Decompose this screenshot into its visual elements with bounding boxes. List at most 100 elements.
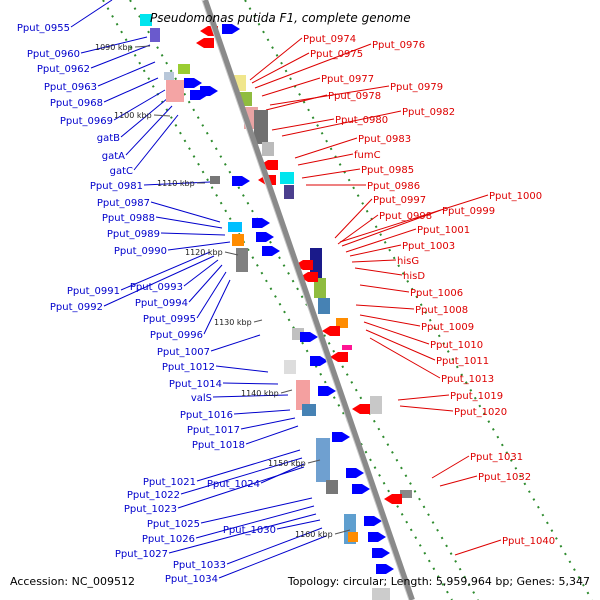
right-leader-line — [439, 475, 478, 487]
left-leader-line — [218, 535, 327, 579]
left-leader-line — [80, 36, 148, 54]
forward-gene-arrow — [372, 548, 390, 558]
right-leader-line — [369, 337, 441, 379]
left-leader-line — [97, 61, 156, 87]
right-leader-line — [281, 110, 402, 137]
forward-gene-arrow — [252, 218, 270, 228]
right-leader-line — [365, 329, 436, 361]
left-leader-line — [133, 114, 179, 171]
left-leader-line — [183, 259, 219, 287]
right-gene-label: Pput_1020 — [454, 407, 507, 418]
left-leader-line — [226, 527, 323, 565]
right-leader-line — [265, 94, 328, 111]
right-leader-line — [399, 405, 454, 412]
feature-block — [140, 14, 152, 26]
forward-gene-arrow — [184, 78, 202, 88]
feature-block — [232, 234, 244, 246]
left-gene-labels: Pput_0955Pput_0960Pput_0962Pput_0963Pput… — [17, 23, 276, 585]
left-gene-label: Pput_0992 — [50, 302, 103, 313]
left-leader-line — [90, 44, 151, 69]
right-leader-line — [351, 259, 397, 263]
right-gene-label: Pput_0977 — [321, 74, 374, 85]
left-gene-label: Pput_1007 — [157, 347, 210, 358]
kbp-tick-line — [153, 114, 171, 117]
right-leader-line — [397, 394, 450, 401]
right-leader-line — [294, 137, 358, 159]
feature-block — [150, 28, 160, 42]
right-gene-label: fumC — [354, 150, 381, 161]
left-gene-label: Pput_0960 — [27, 49, 80, 60]
left-gene-label: Pput_1014 — [169, 379, 222, 390]
genome-backbone — [202, 0, 415, 600]
kbp-tick-label: 1110 kbp — [157, 179, 195, 188]
forward-gene-arrow — [300, 332, 318, 342]
left-gene-label: Pput_0993 — [130, 282, 183, 293]
reverse-gene-arrow — [384, 494, 402, 504]
left-leader-line — [177, 466, 305, 509]
right-gene-label: Pput_0979 — [390, 82, 443, 93]
right-gene-label: hisG — [397, 256, 419, 267]
feature-block — [310, 248, 322, 278]
feature-block — [400, 490, 412, 498]
right-gene-label: Pput_1000 — [489, 191, 542, 202]
right-gene-label: Pput_1009 — [421, 322, 474, 333]
left-gene-label: Pput_1023 — [124, 504, 177, 515]
reverse-gene-arrow — [196, 38, 214, 48]
feature-block — [348, 532, 358, 542]
feature-block — [284, 185, 294, 199]
left-gene-label: Pput_0987 — [97, 198, 150, 209]
forward-gene-arrow — [352, 484, 370, 494]
left-gene-label: Pput_1033 — [173, 560, 226, 571]
left-leader-line — [180, 457, 303, 495]
left-gene-label: Pput_0962 — [37, 64, 90, 75]
right-leader-line — [454, 539, 502, 556]
right-gene-label: Pput_0985 — [361, 165, 414, 176]
left-gene-label: Pput_0969 — [60, 116, 113, 127]
left-leader-line — [210, 334, 261, 352]
right-gene-label: hisD — [403, 271, 425, 282]
left-leader-line — [150, 201, 221, 223]
right-gene-label: Pput_1011 — [436, 356, 489, 367]
forward-gene-arrow — [346, 468, 364, 478]
right-gene-labels: Pput_0974Pput_0976Pput_0975Pput_0977Pput… — [303, 34, 555, 547]
right-leader-line — [339, 194, 489, 243]
left-leader-line — [233, 409, 291, 415]
right-leader-line — [354, 267, 403, 276]
forward-gene-arrow — [318, 386, 336, 396]
kbp-tick-line — [280, 389, 293, 394]
kbp-tick-line — [134, 45, 151, 48]
right-leader-line — [345, 228, 417, 253]
left-gene-label: Pput_0989 — [107, 229, 160, 240]
right-gene-label: Pput_0983 — [358, 134, 411, 145]
feature-block — [296, 380, 310, 410]
feature-block — [210, 176, 220, 184]
right-leader-line — [251, 52, 310, 84]
kbp-tick-line — [307, 459, 321, 464]
right-leader-line — [261, 77, 321, 97]
right-leader-line — [249, 37, 303, 81]
right-gene-label: Pput_0978 — [328, 91, 381, 102]
right-gene-label: Pput_0975 — [310, 49, 363, 60]
forward-gene-arrow — [310, 356, 328, 366]
left-leader-line — [222, 382, 279, 385]
left-leader-line — [240, 417, 296, 430]
forward-gene-arrow — [364, 516, 382, 526]
left-gene-label: Pput_0981 — [90, 181, 143, 192]
feature-block — [178, 64, 190, 74]
left-leader-line — [167, 241, 231, 251]
feature-block — [262, 142, 274, 156]
right-gene-label: Pput_1013 — [441, 374, 494, 385]
left-leader-line — [195, 505, 315, 539]
reverse-gene-arrow — [352, 404, 370, 414]
right-leader-line — [341, 209, 442, 247]
kbp-tick-line — [253, 319, 263, 323]
right-gene-label: Pput_0998 — [379, 211, 432, 222]
left-leader-line — [70, 0, 113, 28]
right-leader-line — [337, 214, 379, 245]
forward-gene-arrow — [232, 176, 250, 186]
left-gene-label: Pput_1018 — [192, 440, 245, 451]
forward-gene-arrow — [376, 564, 394, 574]
feature-block — [228, 222, 242, 232]
kbp-tick-line — [334, 529, 351, 535]
right-gene-label: Pput_1003 — [402, 241, 455, 252]
